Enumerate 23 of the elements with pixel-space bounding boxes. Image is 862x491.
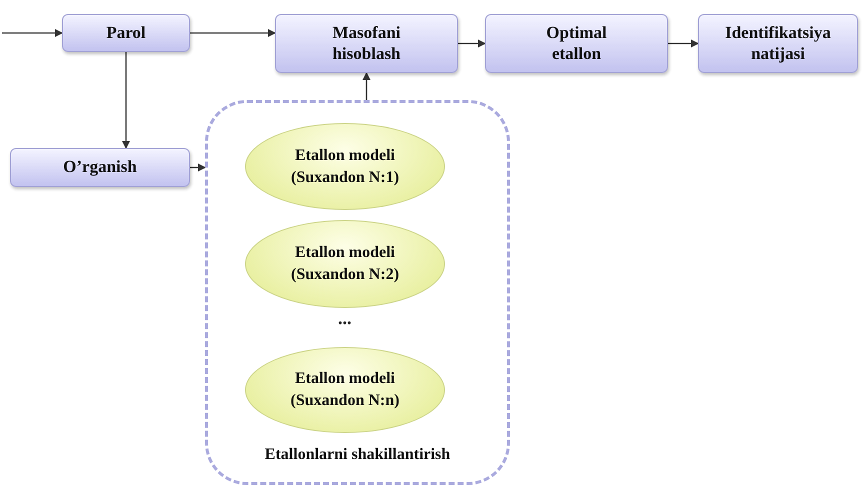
arrow [122,52,130,149]
process-box [698,14,858,73]
process-box [275,14,458,73]
process-box [485,14,668,73]
dashed-group [205,100,510,485]
group-title: Etallonlarni shakillantirish [264,446,452,464]
node-text: Etallon modeli (Suxandon N:2) [290,243,400,285]
node-text: Etallon modeli (Suxandon N:1) [290,146,400,188]
node-text: Etallon modeli (Suxandon N:n) [290,369,400,411]
arrow [190,164,206,172]
arrow [190,29,276,37]
process-box [62,14,190,52]
arrow [458,40,486,48]
node-text: Masofani hisoblash [331,23,402,64]
node-text: Identifikatsiya natijasi [724,23,832,64]
node-text: O’rganish [63,157,137,178]
node-text: Parol [106,22,146,44]
ellipsis-label: ... [338,308,352,329]
process-box [10,148,190,187]
arrow [668,40,699,48]
arrow [2,29,63,37]
arrow [362,72,370,100]
node-text: Optimal etallon [545,23,608,64]
